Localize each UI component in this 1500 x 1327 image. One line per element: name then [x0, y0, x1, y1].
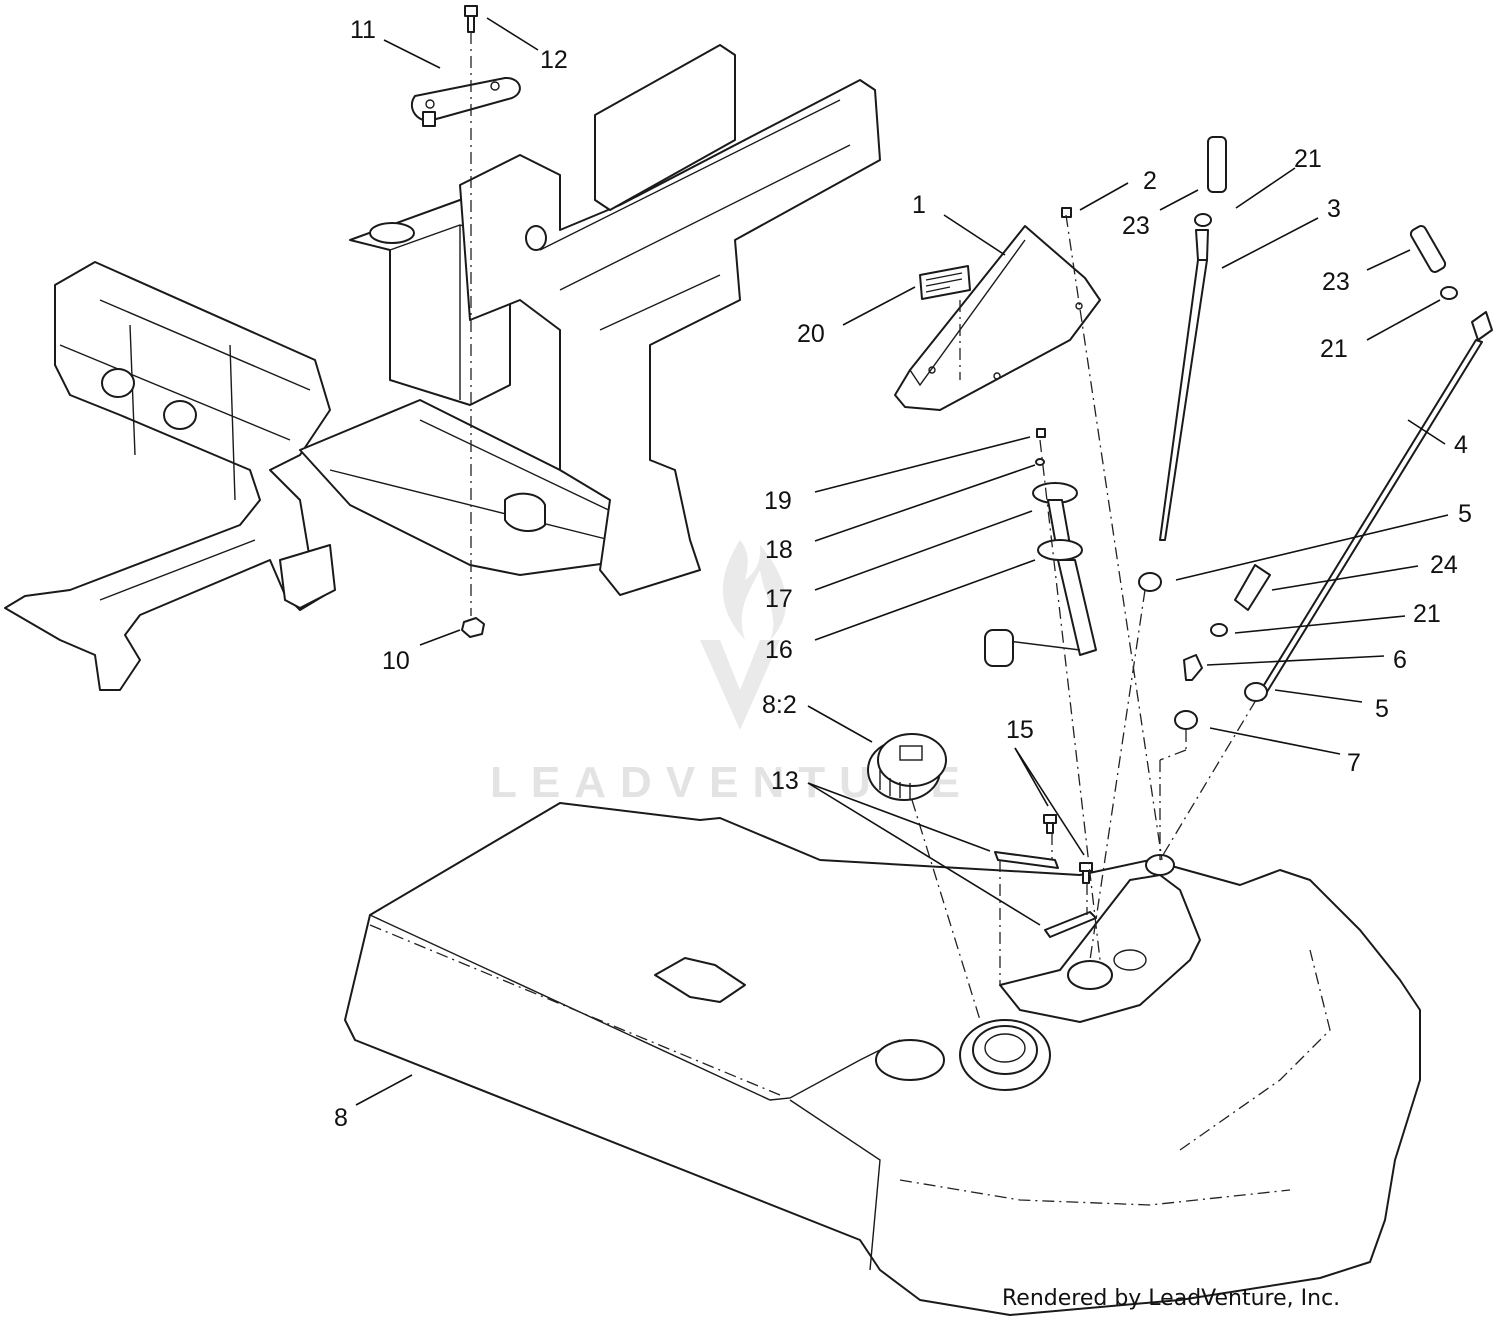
callout-23-right: 23 — [1322, 268, 1350, 296]
callout-15: 15 — [1006, 716, 1034, 744]
callout-8-2: 8:2 — [762, 691, 797, 719]
callout-labels: 11 12 10 1 2 20 23 21 3 23 21 4 19 18 17… — [334, 16, 1472, 1132]
decal-20 — [919, 265, 971, 300]
callout-18: 18 — [765, 536, 793, 564]
callout-1: 1 — [912, 191, 926, 219]
callout-21-right: 21 — [1320, 335, 1348, 363]
assembly-lines — [911, 214, 1257, 1021]
callout-7: 7 — [1347, 749, 1361, 777]
nut-10 — [461, 617, 485, 638]
leader-lines — [355, 17, 1449, 1106]
callout-10: 10 — [382, 647, 410, 675]
bolt-12 — [464, 5, 478, 33]
watermark-logo-icon — [700, 540, 787, 730]
callout-23-top: 23 — [1122, 212, 1150, 240]
render-credit: Rendered by LeadVenture, Inc. — [1002, 1286, 1341, 1311]
fuel-line-4 — [1255, 225, 1493, 701]
screw-15 — [1043, 814, 1093, 884]
callout-12: 12 — [540, 46, 568, 74]
callout-24: 24 — [1430, 551, 1458, 579]
strap-13 — [994, 851, 1097, 938]
callout-19: 19 — [764, 487, 792, 515]
fuel-line-3 — [1159, 136, 1227, 541]
hose-24 — [1234, 564, 1271, 611]
heat-shield — [894, 225, 1101, 411]
fuel-cap — [867, 733, 947, 801]
elbow-6 — [1183, 654, 1203, 681]
callout-13: 13 — [771, 767, 799, 795]
fuel-tank — [344, 802, 1421, 1316]
callout-11: 11 — [350, 16, 376, 44]
frame-assembly — [4, 44, 881, 691]
callout-5-lower: 5 — [1375, 695, 1389, 723]
callout-3: 3 — [1327, 195, 1341, 223]
callout-4: 4 — [1454, 431, 1468, 459]
fuel-sender — [984, 428, 1097, 667]
grommet-7 — [1174, 710, 1198, 730]
grommet-5 — [1138, 572, 1268, 702]
callout-21-top: 21 — [1294, 145, 1322, 173]
clamp-21 — [1210, 623, 1228, 637]
callout-2: 2 — [1143, 167, 1157, 195]
callout-17: 17 — [765, 585, 793, 613]
callout-16: 16 — [765, 636, 793, 664]
callout-5-upper: 5 — [1458, 500, 1472, 528]
callout-8: 8 — [334, 1104, 348, 1132]
callout-21-lower: 21 — [1413, 600, 1441, 628]
callout-6: 6 — [1393, 646, 1407, 674]
upper-bracket — [410, 76, 521, 127]
callout-20: 20 — [797, 320, 825, 348]
